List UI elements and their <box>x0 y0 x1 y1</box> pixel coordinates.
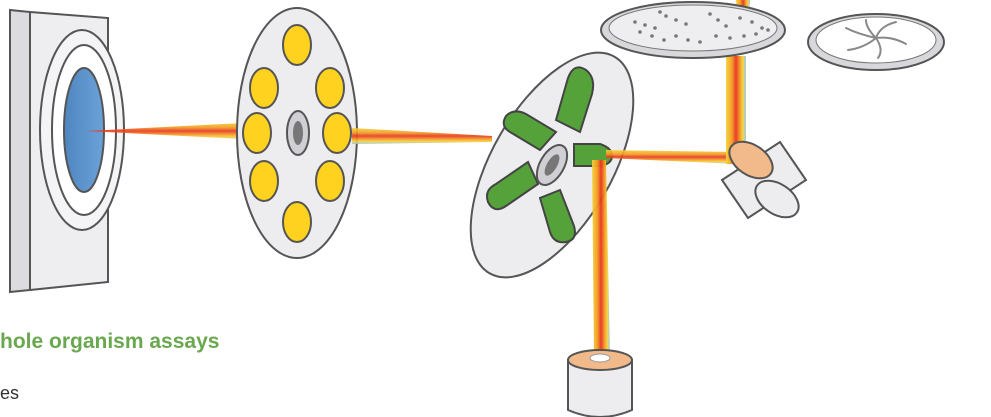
rotor-surface <box>815 16 937 64</box>
beam-lamp-to-excitation <box>86 122 262 140</box>
wheel-hub-hole <box>544 154 560 176</box>
rotor-slots <box>845 19 907 59</box>
mirror-back <box>754 179 800 219</box>
assay-subcaption: es <box>0 383 20 403</box>
emission-filter <box>486 160 540 211</box>
excitation-filter-wheel <box>236 7 358 259</box>
emission-filter <box>554 66 595 134</box>
emission-filter-wheel <box>469 51 635 279</box>
rotor-plate <box>807 13 945 71</box>
plate-wells <box>633 10 770 44</box>
microplate-icon <box>600 1 786 59</box>
beam-excitation-to-emission <box>352 128 492 144</box>
beam-to-bottom-detector <box>592 160 610 356</box>
excitation-filter <box>322 112 352 154</box>
plate-surface <box>608 4 778 52</box>
assay-caption: hole organism assays <box>0 330 220 353</box>
lamp-housing-side <box>9 8 31 294</box>
excitation-filter-active <box>242 112 272 154</box>
wheel-hub-hole <box>293 121 303 145</box>
mirror-icon <box>720 140 808 220</box>
emission-filter <box>502 110 558 152</box>
light-source <box>9 8 125 294</box>
emission-filter <box>538 188 576 244</box>
beam-mirror-to-plate <box>726 56 746 164</box>
excitation-filter <box>282 24 312 66</box>
excitation-filter <box>249 67 279 109</box>
detector-icon <box>567 349 633 417</box>
detector-aperture <box>589 353 611 363</box>
lamp-icon <box>63 67 105 193</box>
mirror-face <box>728 140 774 180</box>
excitation-filter <box>315 67 345 109</box>
excitation-filter <box>315 160 345 202</box>
excitation-filter <box>249 160 279 202</box>
excitation-filter <box>282 201 312 243</box>
beam-to-mirror <box>606 150 738 164</box>
